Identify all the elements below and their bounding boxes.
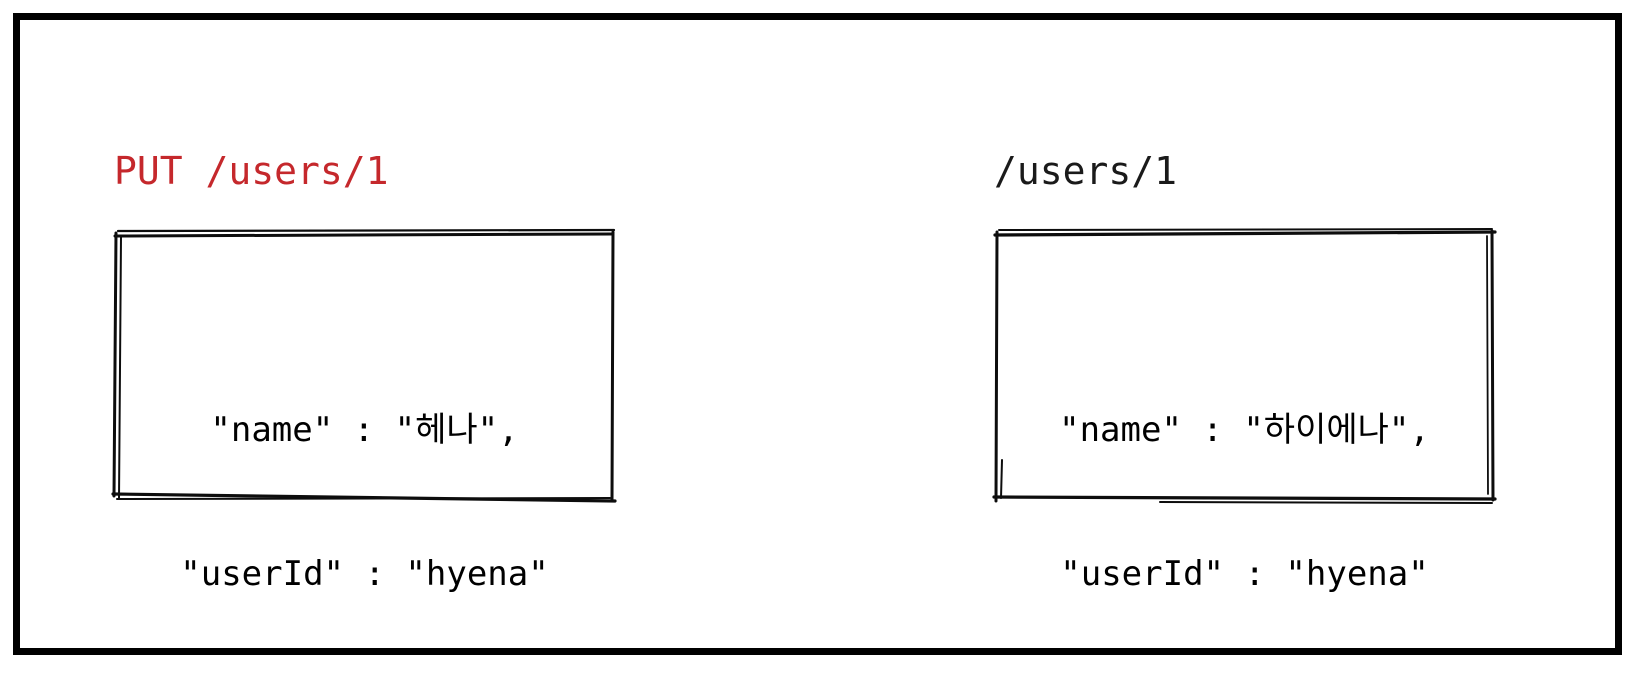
resource-body-line-2: "userId" : "hyena" (1060, 554, 1429, 594)
heading-space (183, 149, 206, 193)
resource-path-label: /users/1 (994, 149, 1178, 193)
request-heading: PUT /users/1 (114, 148, 389, 194)
resource-body-text: "name" : "하이에나", "userId" : "hyena" (992, 310, 1497, 680)
request-body-line-1: "name" : "헤나", (210, 410, 519, 450)
request-body-box: "name" : "헤나", "userId" : "hyena" (111, 228, 617, 594)
resource-body-line-1: "name" : "하이에나", (1059, 410, 1430, 450)
request-body-text: "name" : "헤나", "userId" : "hyena" (112, 310, 617, 680)
request-path-label: /users/1 (205, 149, 389, 193)
resource-panel: /users/1 "name" : "하이에 (992, 148, 1512, 594)
resource-body-box: "name" : "하이에나", "userId" : "hyena" (992, 228, 1497, 594)
http-method-label: PUT (114, 149, 183, 193)
resource-heading: /users/1 (994, 148, 1177, 194)
outer-frame: PUT /users/1 "name" : "헤나", (13, 13, 1622, 655)
request-panel: PUT /users/1 "name" : "헤나", (111, 148, 632, 594)
request-body-line-2: "userId" : "hyena" (180, 554, 549, 594)
